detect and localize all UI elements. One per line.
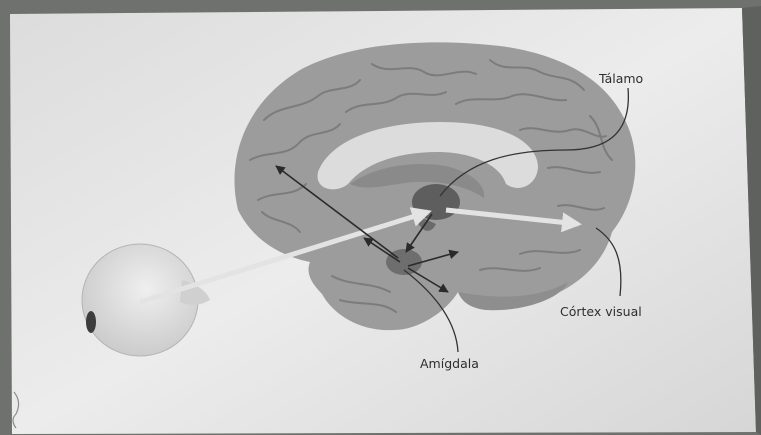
label-thalamus: Tálamo xyxy=(598,71,643,86)
pupil xyxy=(86,311,96,333)
label-amygdala: Amígdala xyxy=(420,356,479,371)
label-visual-cortex: Córtex visual xyxy=(560,304,642,319)
